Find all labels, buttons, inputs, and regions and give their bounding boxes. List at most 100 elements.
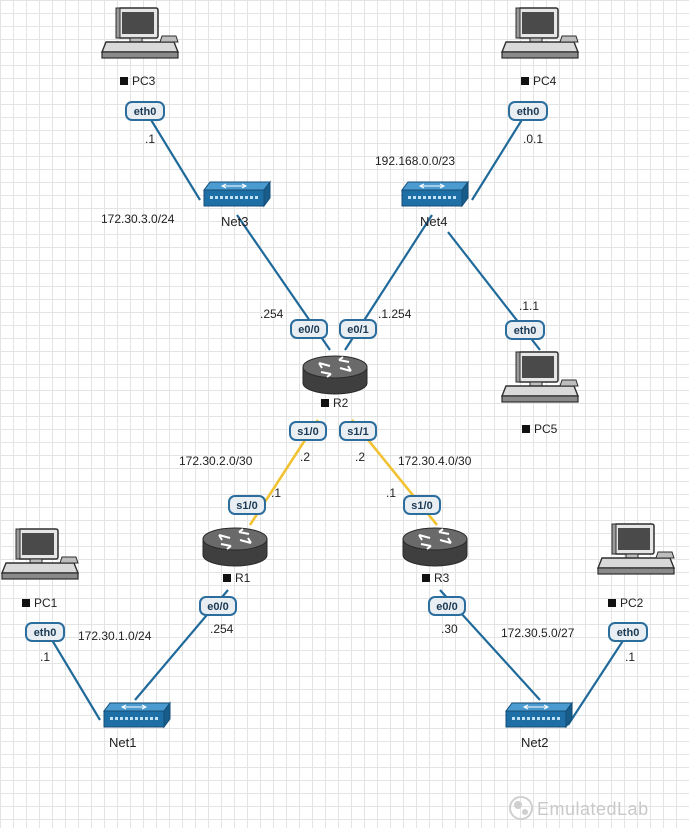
address-pc2: .1 bbox=[625, 650, 635, 664]
port-r1-s10[interactable]: s1/0 bbox=[228, 495, 266, 515]
port-pc1-eth0[interactable]: eth0 bbox=[25, 622, 65, 642]
node-labels: PC3 PC4 PC5 PC1 PC2 R2 R1 R3 Net3 Net4 N… bbox=[22, 74, 644, 750]
address-labels: .1 .0.1 .1 .1 .254 .1.254 .2 .2 .1 .1 .25… bbox=[40, 132, 635, 664]
port-badges: eth0 eth0 eth0 eth0 eth0 e0/0 e0/1 s1/0 bbox=[25, 101, 648, 642]
svg-text:eth0: eth0 bbox=[34, 627, 57, 639]
net3-label: Net3 bbox=[221, 214, 248, 229]
network-net4: 192.168.0.0/23 bbox=[375, 154, 455, 168]
svg-text:e0/1: e0/1 bbox=[347, 324, 368, 336]
net4-label: Net4 bbox=[420, 214, 447, 229]
pc2-node[interactable] bbox=[597, 523, 675, 575]
computer-icon bbox=[597, 523, 675, 575]
pc1-node[interactable] bbox=[1, 528, 79, 580]
switch-icon bbox=[203, 181, 271, 207]
router-icon bbox=[302, 355, 368, 395]
network-r2-r3: 172.30.4.0/30 bbox=[398, 454, 472, 468]
svg-text:e0/0: e0/0 bbox=[207, 601, 228, 613]
port-r3-s10[interactable]: s1/0 bbox=[403, 495, 441, 515]
net2-node[interactable] bbox=[505, 702, 573, 728]
r2-label: R2 bbox=[333, 396, 349, 410]
svg-text:eth0: eth0 bbox=[514, 325, 537, 337]
pc3-node[interactable] bbox=[101, 7, 179, 59]
address-pc3: .1 bbox=[145, 132, 155, 146]
svg-text:s1/0: s1/0 bbox=[411, 500, 432, 512]
emulatedlab-logo-icon bbox=[509, 796, 533, 820]
address-pc1: .1 bbox=[40, 650, 50, 664]
link-pc2-net2[interactable] bbox=[567, 629, 631, 726]
port-pc4-eth0[interactable]: eth0 bbox=[508, 101, 548, 121]
r3-node[interactable] bbox=[402, 527, 468, 567]
router-icon bbox=[202, 527, 268, 567]
link-pc4-net4[interactable] bbox=[471, 109, 529, 201]
pc2-label: PC2 bbox=[620, 596, 644, 610]
watermark-text: EmulatedLab bbox=[537, 799, 649, 819]
port-r1-e00[interactable]: e0/0 bbox=[199, 596, 237, 616]
node-status-icon bbox=[22, 599, 30, 607]
node-status-icon bbox=[608, 599, 616, 607]
network-net1: 172.30.1.0/24 bbox=[78, 629, 152, 643]
port-pc2-eth0[interactable]: eth0 bbox=[608, 622, 648, 642]
net1-label: Net1 bbox=[109, 735, 136, 750]
link-pc3-net3[interactable] bbox=[144, 109, 201, 201]
node-status-icon bbox=[321, 399, 329, 407]
r1-label: R1 bbox=[235, 571, 251, 585]
port-r2-e01[interactable]: e0/1 bbox=[339, 319, 377, 339]
net2-label: Net2 bbox=[521, 735, 548, 750]
switch-icon bbox=[103, 702, 171, 728]
svg-text:s1/0: s1/0 bbox=[297, 426, 318, 438]
address-r3-e00: .30 bbox=[441, 622, 458, 636]
pc5-label: PC5 bbox=[534, 422, 558, 436]
node-status-icon bbox=[422, 574, 430, 582]
pc4-node[interactable] bbox=[501, 7, 579, 59]
net3-node[interactable] bbox=[203, 181, 271, 207]
port-r2-s10[interactable]: s1/0 bbox=[289, 421, 327, 441]
link-pc1-net1[interactable] bbox=[45, 629, 101, 721]
address-r3-s10: .1 bbox=[386, 486, 396, 500]
svg-text:s1/1: s1/1 bbox=[347, 426, 368, 438]
address-r2-s10: .2 bbox=[300, 450, 310, 464]
node-status-icon bbox=[120, 77, 128, 85]
switch-icon bbox=[505, 702, 573, 728]
network-net2: 172.30.5.0/27 bbox=[501, 626, 575, 640]
port-r2-e00[interactable]: e0/0 bbox=[290, 319, 328, 339]
svg-text:e0/0: e0/0 bbox=[298, 324, 319, 336]
node-status-icon bbox=[521, 77, 529, 85]
port-pc5-eth0[interactable]: eth0 bbox=[505, 320, 545, 340]
computer-icon bbox=[501, 7, 579, 59]
pc4-label: PC4 bbox=[533, 74, 557, 88]
router-icon bbox=[402, 527, 468, 567]
node-status-icon bbox=[223, 574, 231, 582]
pc3-label: PC3 bbox=[132, 74, 156, 88]
network-net3: 172.30.3.0/24 bbox=[101, 212, 175, 226]
net4-node[interactable] bbox=[401, 181, 469, 207]
r2-node[interactable] bbox=[302, 355, 368, 395]
address-r2-e01: .1.254 bbox=[378, 307, 412, 321]
r3-label: R3 bbox=[434, 571, 450, 585]
svg-text:eth0: eth0 bbox=[134, 106, 157, 118]
computer-icon bbox=[101, 7, 179, 59]
port-r2-s11[interactable]: s1/1 bbox=[339, 421, 377, 441]
svg-text:e0/0: e0/0 bbox=[436, 601, 457, 613]
svg-text:eth0: eth0 bbox=[517, 106, 540, 118]
computer-icon bbox=[501, 351, 579, 403]
watermark: EmulatedLab bbox=[509, 796, 649, 820]
address-pc4: .0.1 bbox=[523, 132, 543, 146]
network-labels: 172.30.3.0/24 192.168.0.0/23 172.30.2.0/… bbox=[78, 154, 575, 643]
pc1-label: PC1 bbox=[34, 596, 58, 610]
r1-node[interactable] bbox=[202, 527, 268, 567]
address-r1-e00: .254 bbox=[210, 622, 234, 636]
pc5-node[interactable] bbox=[501, 351, 579, 403]
svg-text:eth0: eth0 bbox=[617, 627, 640, 639]
net1-node[interactable] bbox=[103, 702, 171, 728]
port-r3-e00[interactable]: e0/0 bbox=[428, 596, 466, 616]
address-r1-s10: .1 bbox=[271, 486, 281, 500]
node-status-icon bbox=[522, 425, 530, 433]
svg-text:s1/0: s1/0 bbox=[236, 500, 257, 512]
computer-icon bbox=[1, 528, 79, 580]
address-r2-e00: .254 bbox=[260, 307, 284, 321]
network-r2-r1: 172.30.2.0/30 bbox=[179, 454, 253, 468]
switch-icon bbox=[401, 181, 469, 207]
address-r2-s11: .2 bbox=[355, 450, 365, 464]
port-pc3-eth0[interactable]: eth0 bbox=[125, 101, 165, 121]
